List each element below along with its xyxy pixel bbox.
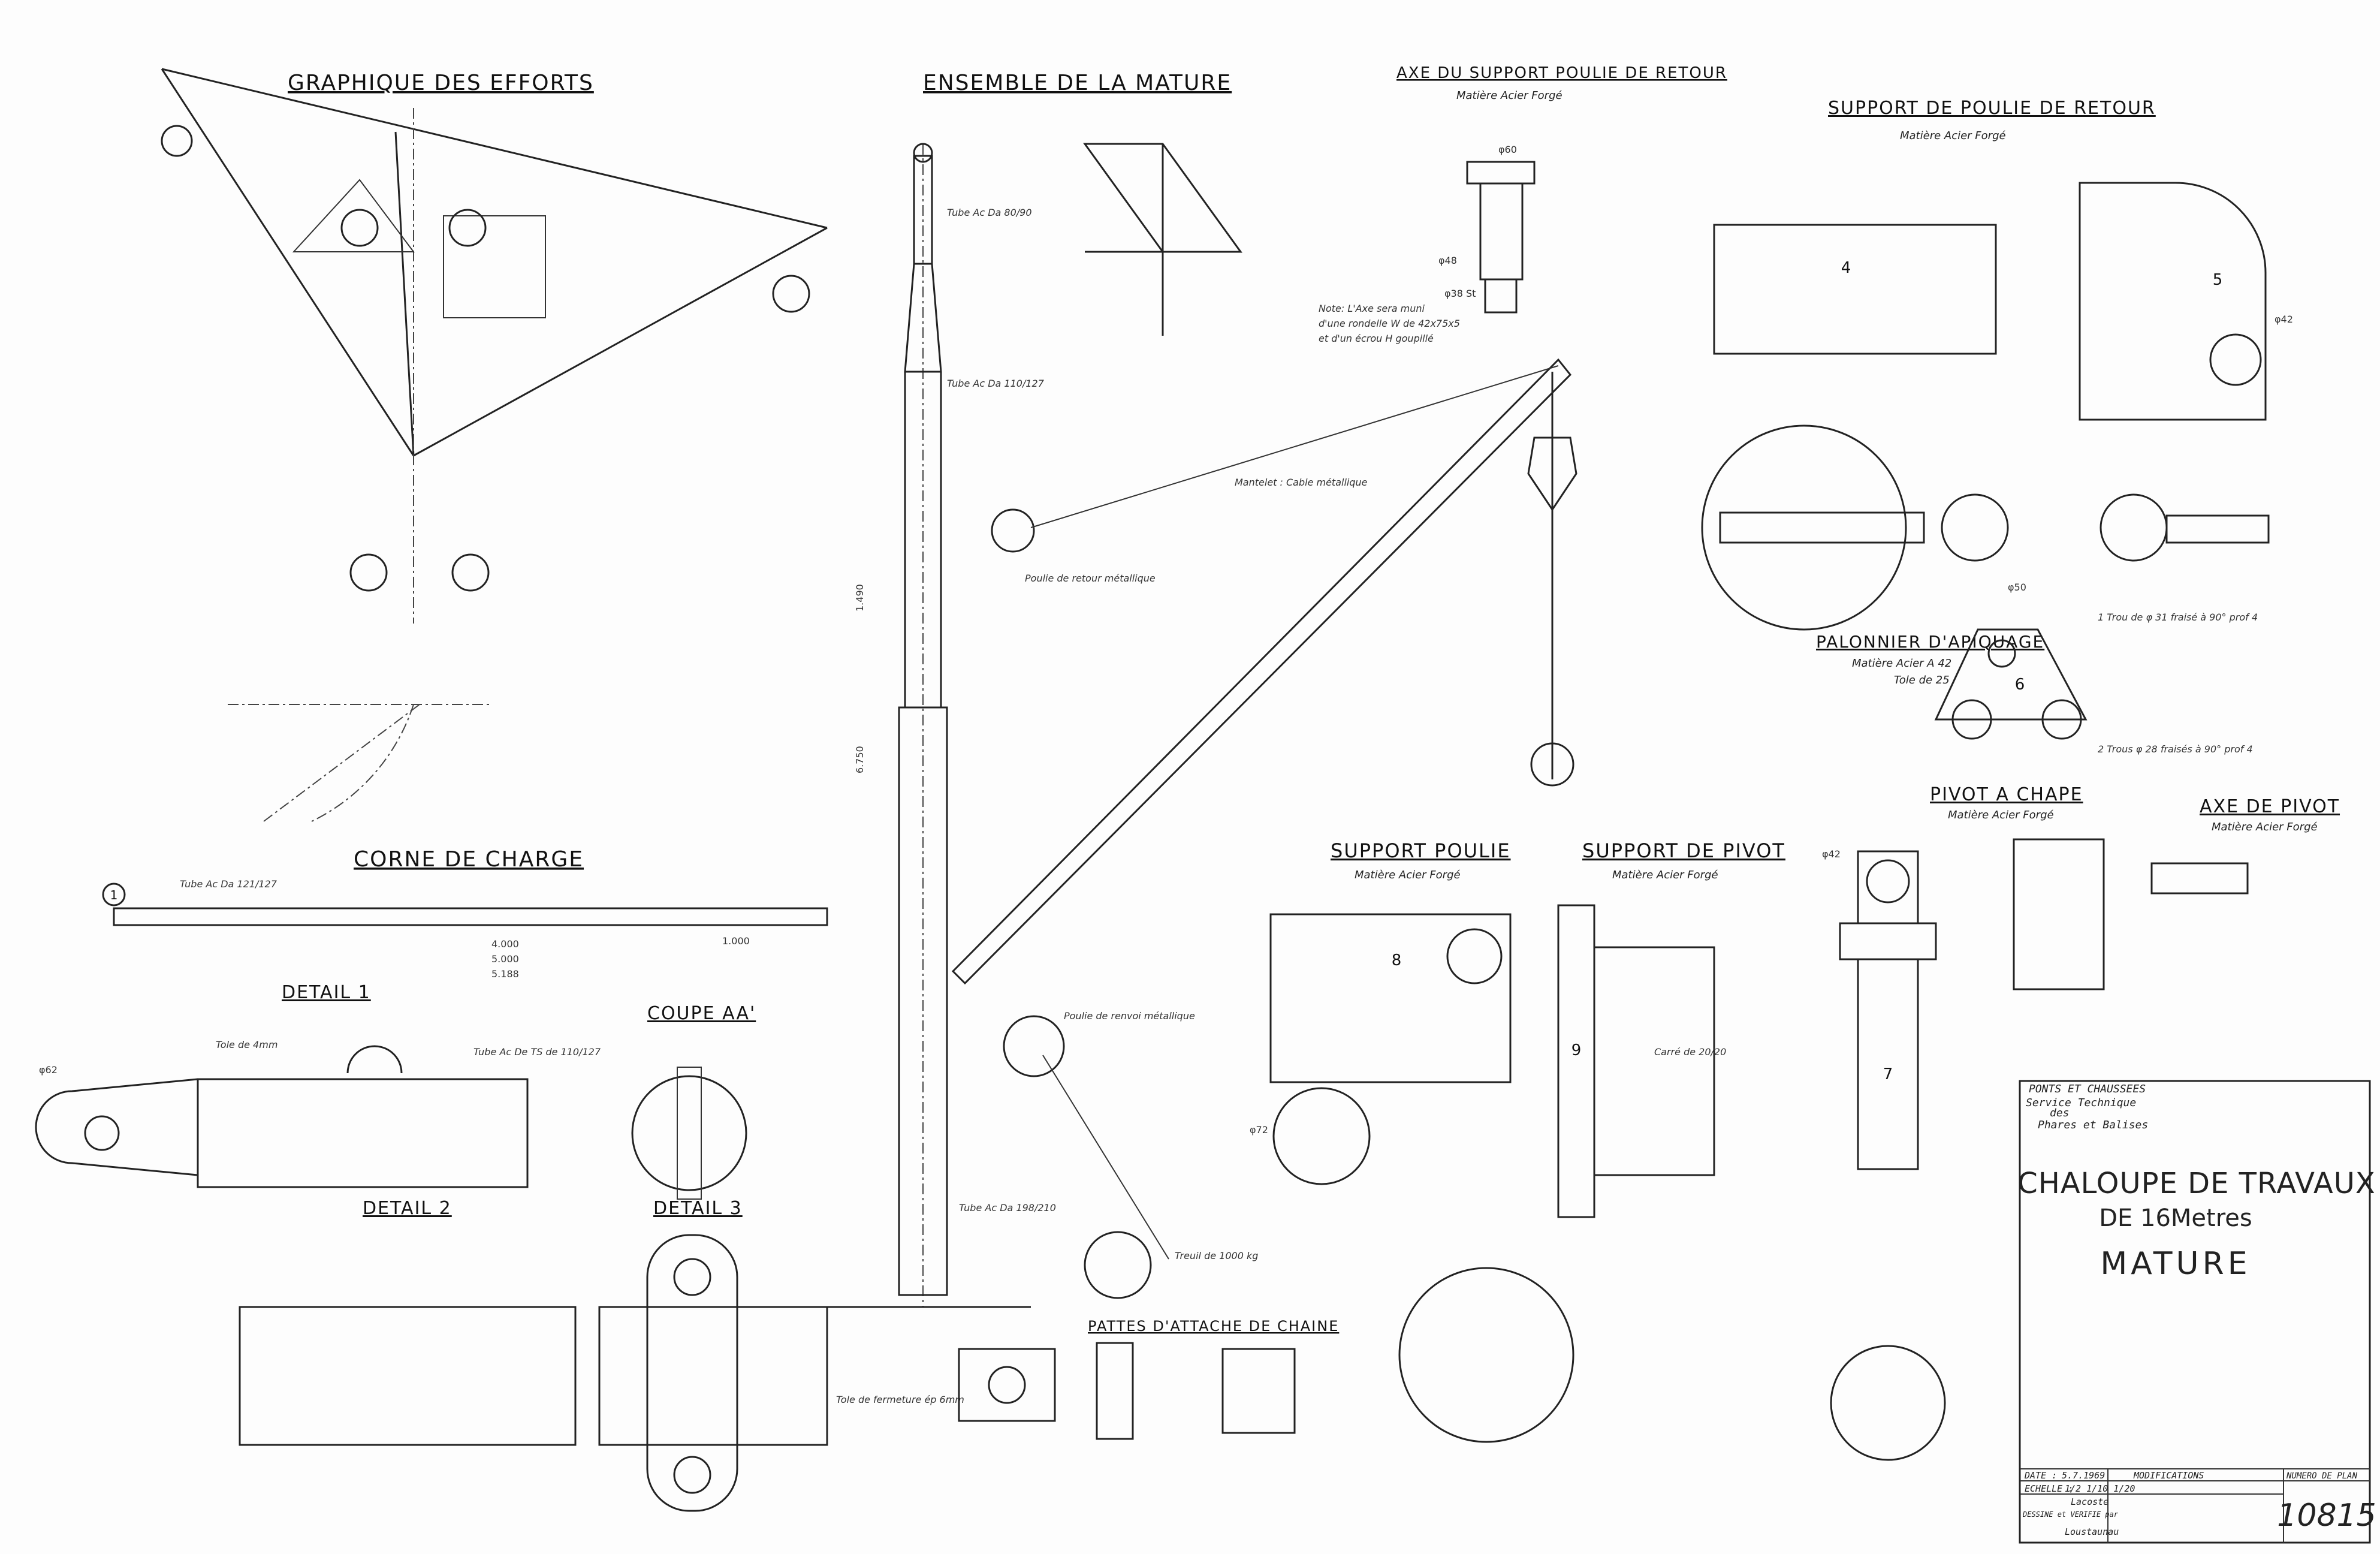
heading-detail2: DETAIL 2	[363, 1198, 452, 1219]
axe-note-2: d'une rondelle W de 42x75x5	[1319, 318, 1460, 329]
material-pivot-chape: Matière Acier Forgé	[1948, 809, 2054, 821]
part-4: 4	[1841, 259, 1851, 277]
axle-drawing: φ60 φ48 φ38 St Note: L'Axe sera muni d'u…	[1319, 144, 1536, 344]
date-label: DATE :	[2024, 1470, 2057, 1481]
dim-4000: 4.000	[491, 938, 519, 950]
plan-number: 10815	[2277, 1498, 2376, 1534]
scale-value: 1/2 1/10 1/20	[2065, 1483, 2135, 1494]
heading-support-poulie: SUPPORT POULIE	[1331, 839, 1511, 862]
part-8: 8	[1392, 951, 1402, 969]
palonnier-tole: Tole de 25	[1894, 674, 1950, 686]
force-diagram	[161, 68, 828, 822]
chain-attach-drawing	[958, 1342, 1296, 1440]
part-5: 5	[2213, 271, 2223, 289]
mast-tube-3-label: Tube Ac Da 198/210	[959, 1202, 1056, 1213]
return-pulley-label: Poulie de retour métallique	[1025, 573, 1156, 584]
axe-note-1: Note: L'Axe sera muni	[1319, 303, 1425, 314]
dim-d50: φ50	[2008, 582, 2026, 593]
org-4: Phares et Balises	[2038, 1119, 2148, 1131]
modifications-label: MODIFICATIONS	[2133, 1470, 2204, 1481]
title-2: DE 16Metres	[2099, 1204, 2252, 1232]
scale-label: ECHELLE :	[2025, 1483, 2073, 1494]
heading-coupe: COUPE AA'	[647, 1003, 756, 1024]
dim-1490: 1.490	[854, 584, 865, 612]
note-trou-1: 1 Trou de φ 31 fraisé à 90° prof 4	[2098, 612, 2258, 623]
dim-d72: φ72	[1250, 1124, 1268, 1136]
dim-d48: φ48	[1438, 255, 1457, 266]
material-axe-pivot: Matière Acier Forgé	[2212, 821, 2318, 833]
heading-corne: CORNE DE CHARGE	[354, 847, 584, 872]
dim-1000: 1.000	[722, 935, 750, 947]
dim-6750: 6.750	[854, 746, 865, 773]
material-support-pivot: Matière Acier Forgé	[1612, 869, 1718, 881]
boom-drawing: 1 Tube Ac Da 121/127 4.000 5.000 5.188 1…	[102, 878, 828, 980]
note-carre: Carré de 20/20	[1654, 1046, 1726, 1058]
detail3-tole: Tole de fermeture ép 6mm	[836, 1394, 964, 1405]
heading-ensemble: ENSEMBLE DE LA MATURE	[923, 71, 1232, 95]
detail-2-3-drawing: Tole de fermeture ép 6mm	[239, 1234, 964, 1512]
title-1: CHALOUPE DE TRAVAUX	[2017, 1167, 2376, 1200]
checked-by: Loustaunau	[2065, 1526, 2119, 1537]
pulley-support-drawing: 4 5 φ42 φ50 6 1 Trou de φ 31 fraisé à 90…	[1701, 182, 2293, 755]
heading-detail1: DETAIL 1	[282, 982, 371, 1003]
mast-tube-2-label: Tube Ac Da 110/127	[947, 378, 1045, 389]
mast-tube-1-label: Tube Ac Da 80/90	[947, 207, 1032, 218]
heading-axe-support: AXE DU SUPPORT POULIE DE RETOUR	[1396, 64, 1727, 82]
drawn-by: Lacoste	[2071, 1496, 2108, 1507]
material-axe-support: Matière Acier Forgé	[1456, 89, 1562, 102]
corne-tube: Tube Ac Da 121/127	[180, 878, 277, 890]
deflection-pulley-label: Poulie de renvoi métallique	[1064, 1010, 1195, 1022]
drawn-label: DESSINE et VERIFIE par	[2022, 1510, 2119, 1519]
heading-graphique: GRAPHIQUE DES EFFORTS	[288, 71, 594, 95]
title-3: MATURE	[2100, 1246, 2251, 1282]
plan-label: NUMERO DE PLAN	[2286, 1471, 2358, 1481]
part-6: 6	[2015, 676, 2025, 694]
heading-support-pivot: SUPPORT DE PIVOT	[1582, 839, 1785, 862]
date-value: 5.7.1969	[2062, 1470, 2105, 1481]
section-headings: GRAPHIQUE DES EFFORTS ENSEMBLE DE LA MAT…	[282, 64, 2340, 1335]
axe-note-3: et d'un écrou H goupillé	[1319, 333, 1434, 344]
part-1: 1	[110, 888, 118, 902]
material-support-poulie: Matière Acier Forgé	[1355, 869, 1461, 881]
part-7: 7	[1883, 1065, 1893, 1083]
org-3: des	[2050, 1107, 2070, 1119]
part-9: 9	[1571, 1041, 1582, 1059]
detail1-tole: Tole de 4mm	[216, 1039, 277, 1050]
detail-1-drawing: φ62 Tube Ac De TS de 110/127 Tole de 4mm	[35, 1039, 747, 1200]
detail1-tube: Tube Ac De TS de 110/127	[473, 1046, 601, 1058]
heading-axe-pivot: AXE DE PIVOT	[2200, 796, 2340, 817]
mast-assembly: Tube Ac Da 80/90 Tube Ac Da 110/127 Tube…	[827, 143, 1577, 1308]
mantelet-label: Mantelet : Cable métallique	[1235, 477, 1368, 488]
heading-support-poulie-retour: SUPPORT DE POULIE DE RETOUR	[1828, 98, 2156, 119]
dim-d38: φ38 St	[1444, 288, 1476, 299]
heading-detail3: DETAIL 3	[653, 1198, 743, 1219]
heading-palonnier: PALONNIER D'APIQUAGE	[1816, 632, 2044, 652]
material-support-poulie-retour: Matière Acier Forgé	[1900, 130, 2006, 142]
heading-pivot-chape: PIVOT A CHAPE	[1930, 784, 2083, 805]
org-1: PONTS ET CHAUSSEES	[2029, 1083, 2146, 1095]
dim-d42-support: φ42	[2275, 314, 2293, 325]
dim-d62: φ62	[39, 1064, 58, 1076]
pivot-drawings: 8 φ72 9 Carré de 20/20 φ42 7	[1250, 838, 2249, 1461]
dim-d42-pivot: φ42	[1822, 848, 1841, 860]
dim-5000: 5.000	[491, 953, 519, 965]
material-palonnier: Matière Acier A 42	[1852, 657, 1951, 670]
title-block: PONTS ET CHAUSSEES Service Technique des…	[2017, 1080, 2376, 1544]
note-trou-2: 2 Trous φ 28 fraisés à 90° prof 4	[2098, 743, 2253, 755]
dim-5188: 5.188	[491, 968, 519, 980]
winch-label: Treuil de 1000 kg	[1175, 1250, 1258, 1261]
org-2: Service Technique	[2026, 1097, 2136, 1109]
heading-pattes: PATTES D'ATTACHE DE CHAINE	[1088, 1318, 1339, 1335]
dim-d60: φ60	[1498, 144, 1517, 155]
